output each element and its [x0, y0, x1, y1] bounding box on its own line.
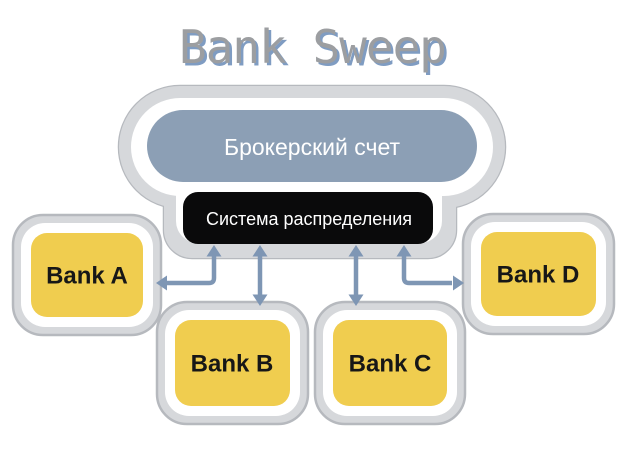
bank-a-box	[31, 233, 143, 317]
bank-a-label: Bank A	[46, 263, 128, 290]
bank-a-card: Bank A	[11, 213, 163, 337]
bank-d-card: Bank D	[461, 212, 616, 336]
broker-account-node: Брокерский счет	[147, 110, 477, 182]
bank-d-label: Bank D	[497, 262, 580, 289]
bank-c-label: Bank C	[349, 351, 432, 378]
page-title: Bank Sweep	[179, 20, 446, 74]
arrow-head-up-bank-a	[206, 245, 222, 257]
distribution-system-box	[183, 192, 433, 244]
bank-d-box	[481, 232, 596, 316]
bank-b-box	[175, 320, 290, 406]
arrow-shaft-bank-a	[167, 254, 217, 286]
arrow-head-down-bank-c	[348, 294, 364, 306]
title: Bank Sweep Bank Sweep	[179, 20, 449, 77]
flow-arrows	[156, 245, 464, 306]
arrow-head-down-bank-b	[252, 294, 268, 306]
bank-b-card: Bank B	[155, 300, 310, 426]
arrow-head-right-bank-d	[453, 275, 464, 291]
arrow-head-up-bank-b	[252, 245, 268, 257]
bank-b-label: Bank B	[191, 351, 274, 378]
arrow-head-left-bank-a	[156, 275, 167, 291]
page-title-shadow: Bank Sweep	[182, 23, 449, 77]
arrow-head-up-bank-c	[348, 245, 364, 257]
bank-c-box	[333, 320, 447, 406]
distribution-system-label: Система распределения	[206, 209, 412, 229]
arrow-shaft-bank-d	[401, 254, 452, 286]
broker-account-pill	[147, 110, 477, 182]
distribution-system-node: Система распределения	[183, 192, 433, 244]
broker-account-label: Брокерский счет	[224, 134, 400, 160]
bank-c-card: Bank C	[313, 300, 467, 426]
arrow-head-up-bank-d	[396, 245, 412, 257]
